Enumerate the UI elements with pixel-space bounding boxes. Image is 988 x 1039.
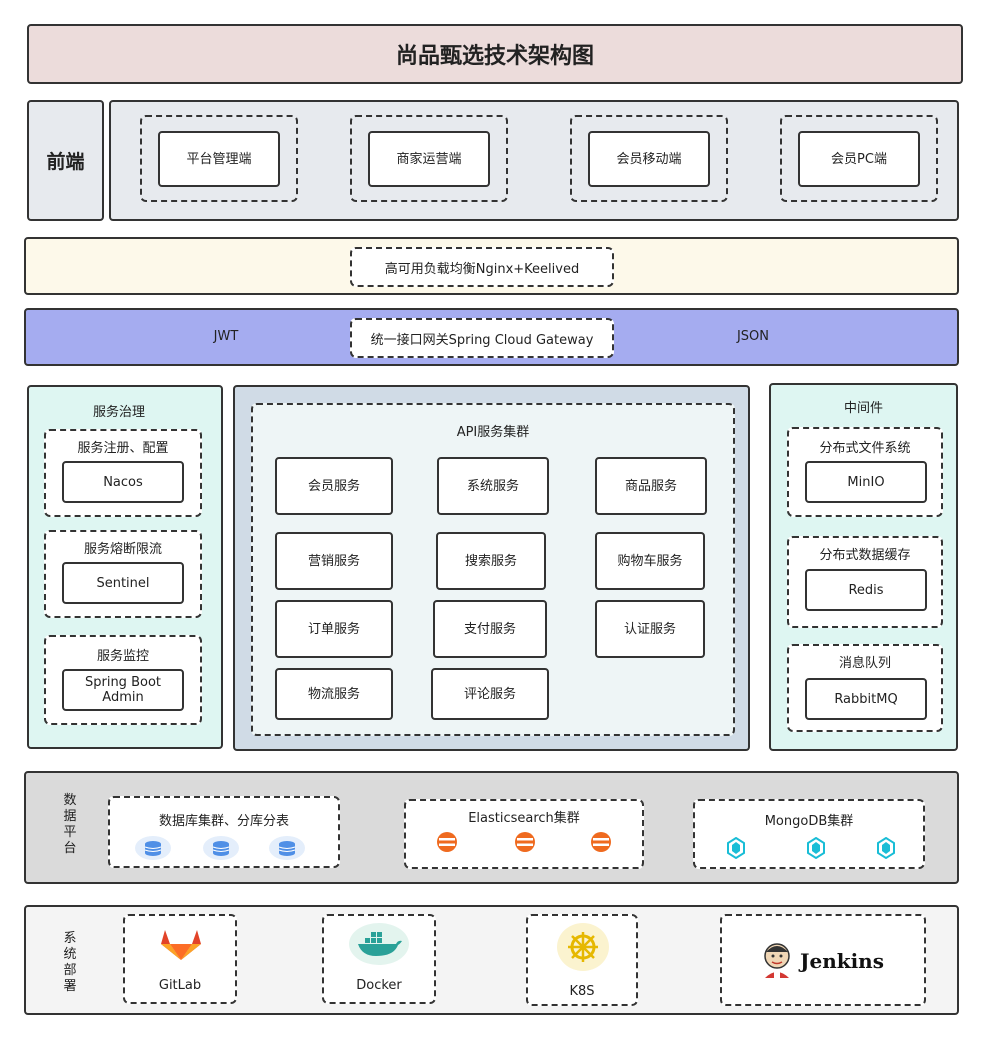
rabbitmq-box[interactable]: RabbitMQ xyxy=(805,678,927,720)
middleware-group-redis: 分布式数据缓存 Redis xyxy=(787,536,943,628)
deploy-label: 系统部署 xyxy=(63,931,77,994)
jenkins-icon xyxy=(764,943,790,978)
system-service[interactable]: 系统服务 xyxy=(437,457,549,515)
loadbalancer-layer: 高可用负载均衡Nginx+Keelived xyxy=(24,237,959,295)
elasticsearch-icon xyxy=(437,832,457,852)
sentinel-box[interactable]: Sentinel xyxy=(62,562,184,604)
docker-label: Docker xyxy=(356,978,402,993)
frontend-group: 会员移动端 xyxy=(570,115,728,202)
governance-title: 服务治理 xyxy=(92,405,145,420)
docker-icon xyxy=(349,923,409,965)
loadbalancer-label: 高可用负载均衡Nginx+Keelived xyxy=(384,261,580,277)
mongodb-icon xyxy=(877,837,895,859)
mongodb-icon xyxy=(727,837,745,859)
middleware-group-title: 消息队列 xyxy=(838,656,891,671)
auth-service[interactable]: 认证服务 xyxy=(595,600,705,658)
governance-panel: 服务治理 服务注册、配置 Nacos 服务熔断限流 Sentinel 服务监控 … xyxy=(27,385,223,749)
gitlab-label: GitLab xyxy=(158,978,202,993)
logistics-service[interactable]: 物流服务 xyxy=(275,668,393,720)
deploy-item-gitlab[interactable]: GitLab xyxy=(123,914,237,1004)
data-platform-layer: 数据平台 数据库集群、分库分表 Elasticsearch集群 MongoDB集… xyxy=(24,771,959,884)
governance-group-title: 服务注册、配置 xyxy=(77,441,169,456)
gateway-label: 统一接口网关Spring Cloud Gateway xyxy=(370,332,594,348)
redis-box[interactable]: Redis xyxy=(805,569,927,611)
member-service[interactable]: 会员服务 xyxy=(275,457,393,515)
database-cluster-title: 数据库集群、分库分表 xyxy=(158,814,289,829)
frontend-group: 商家运营端 xyxy=(350,115,508,202)
deploy-item-docker[interactable]: Docker xyxy=(322,914,436,1004)
database-icon xyxy=(269,836,305,860)
mongodb-icon xyxy=(807,837,825,859)
governance-group-sentinel: 服务熔断限流 Sentinel xyxy=(44,530,202,618)
cart-service[interactable]: 购物车服务 xyxy=(595,532,705,590)
governance-group-title: 服务熔断限流 xyxy=(83,542,162,557)
frontend-group: 会员PC端 xyxy=(780,115,938,202)
frontend-label: 前端 xyxy=(46,151,85,173)
middleware-title: 中间件 xyxy=(843,401,883,416)
middleware-group-title: 分布式文件系统 xyxy=(819,441,911,456)
page-title: 尚品甄选技术架构图 xyxy=(395,44,594,69)
k8s-label: K8S xyxy=(569,984,595,999)
elasticsearch-cluster: Elasticsearch集群 xyxy=(404,799,644,869)
mongodb-cluster: MongoDB集群 xyxy=(693,799,925,869)
jenkins-label: Jenkins xyxy=(800,949,884,973)
middleware-group-minio: 分布式文件系统 MinIO xyxy=(787,427,943,517)
comment-service[interactable]: 评论服务 xyxy=(431,668,549,720)
middleware-group-title: 分布式数据缓存 xyxy=(819,548,911,563)
frontend-group: 平台管理端 xyxy=(140,115,298,202)
middleware-panel: 中间件 分布式文件系统 MinIO 分布式数据缓存 Redis 消息队列 Rab… xyxy=(769,383,958,751)
api-cluster: API服务集群 会员服务 系统服务 商品服务 营销服务 搜索服务 购物车服务 订… xyxy=(251,403,735,736)
database-icon xyxy=(135,836,171,860)
frontend-item-pc[interactable]: 会员PC端 xyxy=(798,131,920,187)
deploy-layer: 系统部署 GitLab Docker xyxy=(24,905,959,1015)
api-panel: API服务集群 会员服务 系统服务 商品服务 营销服务 搜索服务 购物车服务 订… xyxy=(233,385,750,751)
gateway-json: JSON xyxy=(736,329,770,344)
payment-service[interactable]: 支付服务 xyxy=(433,600,547,658)
kubernetes-icon xyxy=(557,923,609,971)
frontend-item-admin[interactable]: 平台管理端 xyxy=(158,131,280,187)
loadbalancer-box: 高可用负载均衡Nginx+Keelived xyxy=(350,247,614,287)
api-cluster-title: API服务集群 xyxy=(456,425,530,440)
elasticsearch-icon xyxy=(515,832,535,852)
marketing-service[interactable]: 营销服务 xyxy=(275,532,393,590)
governance-group-registry: 服务注册、配置 Nacos xyxy=(44,429,202,517)
database-cluster: 数据库集群、分库分表 xyxy=(108,796,340,868)
governance-group-monitor: 服务监控 Spring Boot Admin xyxy=(44,635,202,725)
elasticsearch-icon xyxy=(591,832,611,852)
gitlab-icon xyxy=(161,930,201,960)
frontend-panel: 平台管理端 商家运营端 会员移动端 会员PC端 xyxy=(109,100,959,221)
governance-group-title: 服务监控 xyxy=(96,649,149,664)
gateway-box: 统一接口网关Spring Cloud Gateway xyxy=(350,318,614,358)
frontend-label-box: 前端 xyxy=(27,100,104,221)
database-icon xyxy=(203,836,239,860)
elasticsearch-cluster-title: Elasticsearch集群 xyxy=(468,811,580,826)
nacos-box[interactable]: Nacos xyxy=(62,461,184,503)
frontend-item-mobile[interactable]: 会员移动端 xyxy=(588,131,710,187)
title-banner: 尚品甄选技术架构图 xyxy=(27,24,963,84)
order-service[interactable]: 订单服务 xyxy=(275,600,393,658)
data-platform-label: 数据平台 xyxy=(63,793,77,856)
deploy-item-k8s[interactable]: K8S xyxy=(526,914,638,1006)
spring-boot-admin-box[interactable]: Spring Boot Admin xyxy=(62,669,184,711)
minio-box[interactable]: MinIO xyxy=(805,461,927,503)
gateway-layer: JWT 统一接口网关Spring Cloud Gateway JSON xyxy=(24,308,959,366)
product-service[interactable]: 商品服务 xyxy=(595,457,707,515)
deploy-item-jenkins[interactable]: Jenkins xyxy=(720,914,926,1006)
gateway-jwt: JWT xyxy=(213,329,239,344)
middleware-group-mq: 消息队列 RabbitMQ xyxy=(787,644,943,732)
mongodb-cluster-title: MongoDB集群 xyxy=(764,814,854,829)
search-service[interactable]: 搜索服务 xyxy=(436,532,546,590)
frontend-item-merchant[interactable]: 商家运营端 xyxy=(368,131,490,187)
